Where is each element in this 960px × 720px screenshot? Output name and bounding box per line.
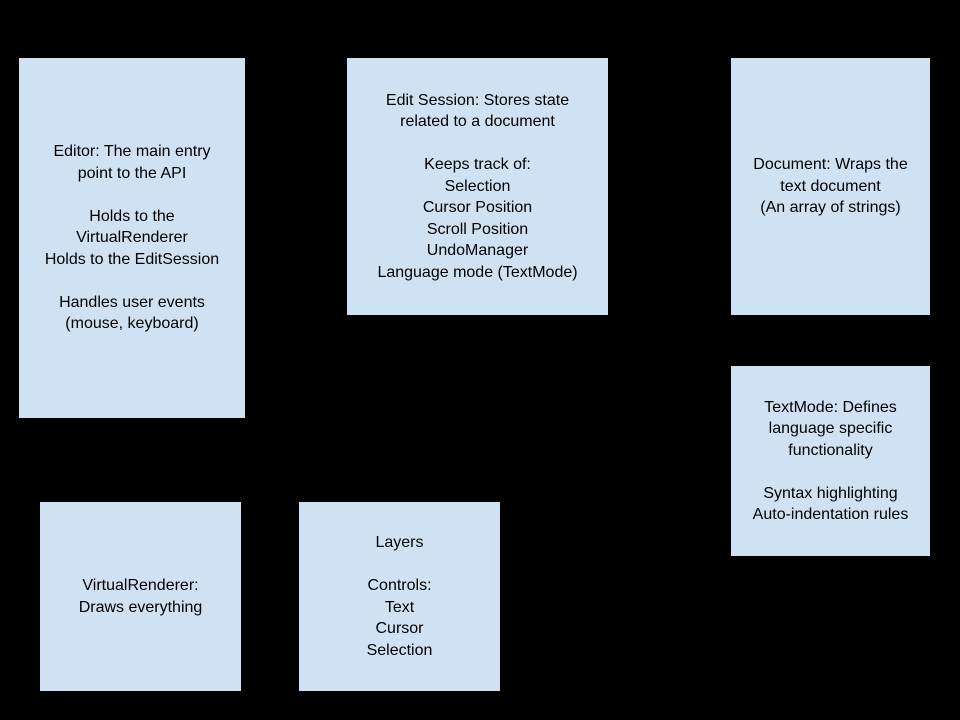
text-line: Cursor Position [422,199,533,217]
text-line: Scroll Position [426,220,529,238]
box-layers: Layers Controls: Text Cursor Selection [298,501,501,692]
text-line [303,554,496,576]
text-line: UndoManager [426,242,529,260]
text-line: Language mode (TextMode) [377,263,578,281]
box-editor: Editor: The main entry point to the API … [18,57,246,419]
text-line: Auto-indentation rules [752,506,909,523]
box-document: Document: Wraps the text document (An ar… [730,57,931,316]
text-line: Selection [444,177,511,195]
text-line: VirtualRenderer [76,229,188,247]
text-line: (An array of strings) [760,199,901,217]
text-line: Draws everything [78,598,203,616]
text-line: language specific [768,420,893,437]
text-line: VirtualRenderer: [82,577,199,594]
text-line: TextMode: Defines [764,398,897,416]
text-line: Syntax highlighting [763,484,898,502]
text-line: Holds to the EditSession [44,250,220,268]
text-line: Document: Wraps the [753,156,908,174]
box-edit-session: Edit Session: Stores state related to a … [346,57,609,316]
text-line: point to the API [77,164,187,182]
text-line: Editor: The main entry [53,143,211,161]
text-line [23,270,241,292]
text-line: Cursor [375,620,424,637]
text-line: Holds to the [89,207,175,225]
box-textmode: TextMode: Defines language specific func… [730,365,931,557]
text-line: Selection [366,641,433,659]
text-line: functionality [788,441,873,459]
text-line: (mouse, keyboard) [65,315,199,333]
text-line: Keeps track of: [424,156,531,174]
text-line: Edit Session: Stores state [385,91,570,109]
text-line: Layers [375,534,424,551]
text-line [351,133,604,155]
text-line: Text [384,598,415,616]
text-line: related to a document [400,113,555,131]
text-line: text document [780,177,881,195]
text-line [23,184,241,206]
text-line: Controls: [367,577,432,594]
box-virtualrenderer: VirtualRenderer: Draws everything [39,501,242,692]
text-line: Handles user events [59,293,205,311]
text-line [735,461,926,483]
